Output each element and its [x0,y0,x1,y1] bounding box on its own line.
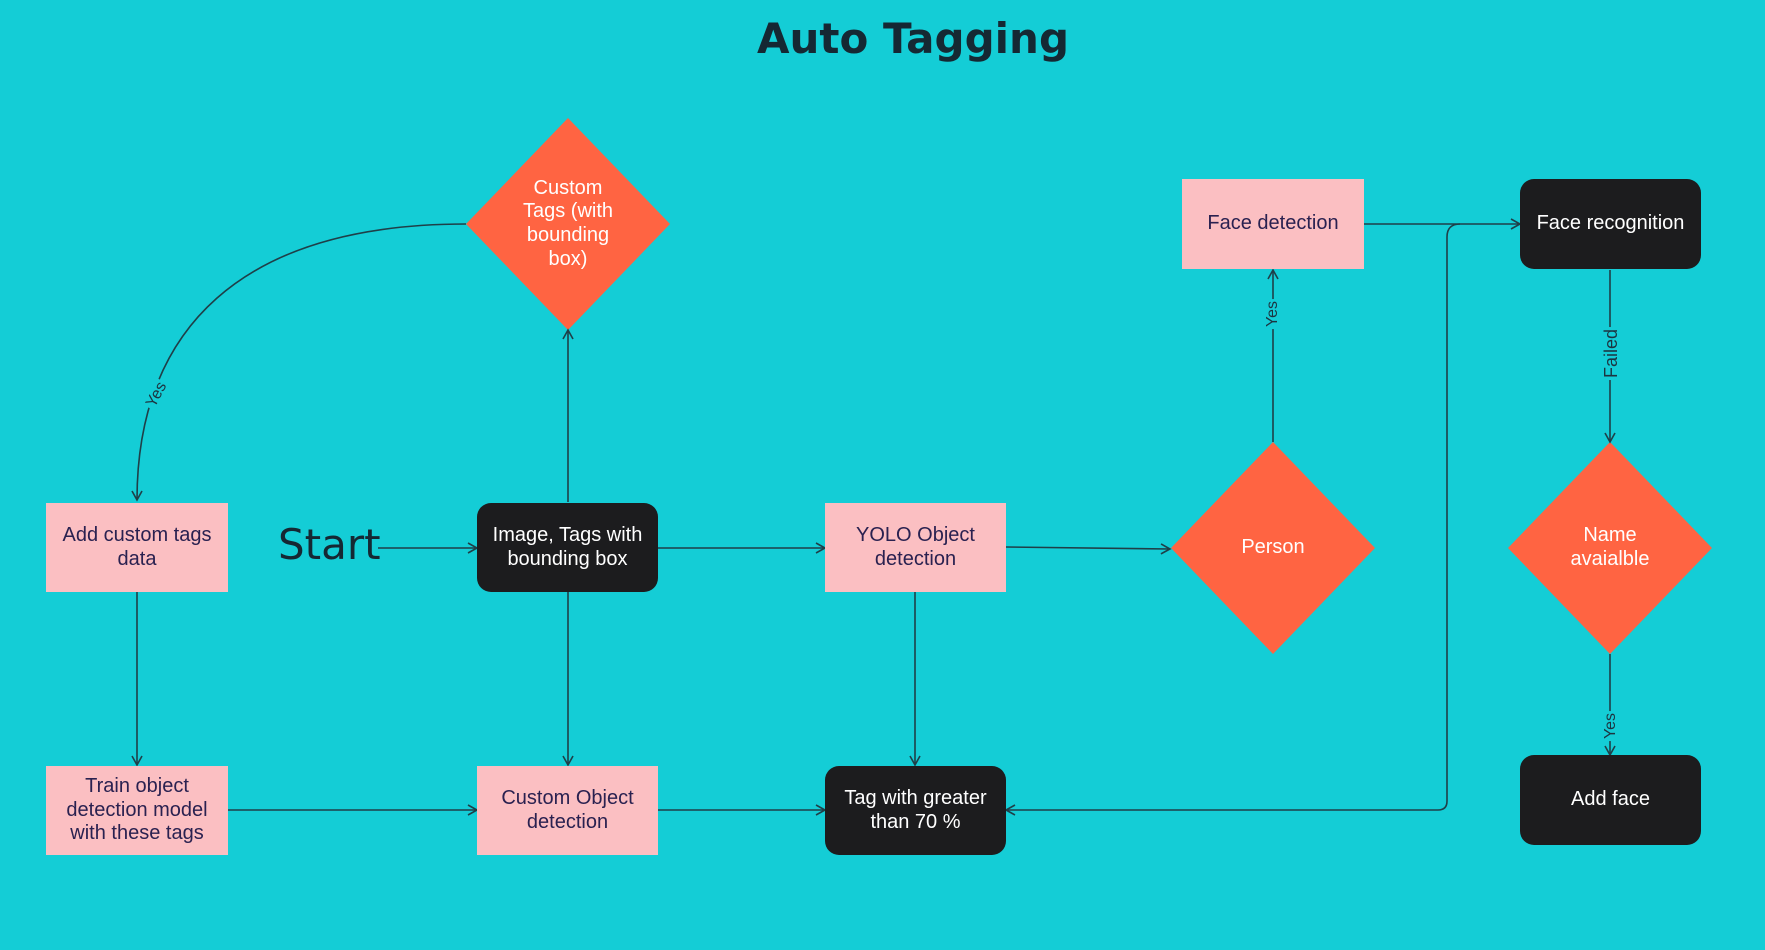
edge-label-failed: Failed [1601,326,1623,381]
tag-greater-box: Tag with greater than 70 % [825,766,1006,855]
edge-customtags-addtags [131,223,467,502]
edge-yolo-person [1005,543,1172,555]
custom-object-detection-box: Custom Object detection [477,766,658,855]
face-detection-label: Face detection [1207,212,1339,235]
custom-object-detection-label: Custom Object detection [501,786,634,833]
image-tags-box: Image, Tags with bounding box [477,503,658,592]
add-face-label: Add face [1571,788,1650,811]
name-available-decision-label: Name avaialble [1570,524,1650,570]
train-model-box: Train object detection model with these … [46,766,228,855]
person-decision-label: Person [1241,536,1305,559]
face-recognition-label: Face recognition [1536,212,1685,235]
name-available-diamond [1508,442,1712,654]
diagram-title: Auto Tagging [756,14,1070,63]
face-detection-box: Face detection [1182,179,1364,269]
custom-tags-diamond [466,118,670,330]
add-face-box: Add face [1520,755,1701,845]
add-custom-tags-box: Add custom tags data [46,503,228,592]
edge-label-person-yes: Yes [1264,298,1283,330]
edge-facedet-tag [1004,223,1461,816]
add-custom-tags-label: Add custom tags data [62,523,212,570]
image-tags-label: Image, Tags with bounding box [492,523,643,570]
yolo-detection-box: YOLO Object detection [825,503,1006,592]
person-diamond [1171,442,1375,654]
yolo-detection-label: YOLO Object detection [856,523,975,570]
train-model-label: Train object detection model with these … [66,775,208,845]
custom-tags-decision-label: Custom Tags (with bounding box) [522,176,614,270]
edge-label-name-yes: Yes [1602,710,1621,742]
start-label: Start [278,520,381,569]
tag-greater-label: Tag with greater than 70 % [844,786,987,833]
face-recognition-box: Face recognition [1520,179,1701,269]
